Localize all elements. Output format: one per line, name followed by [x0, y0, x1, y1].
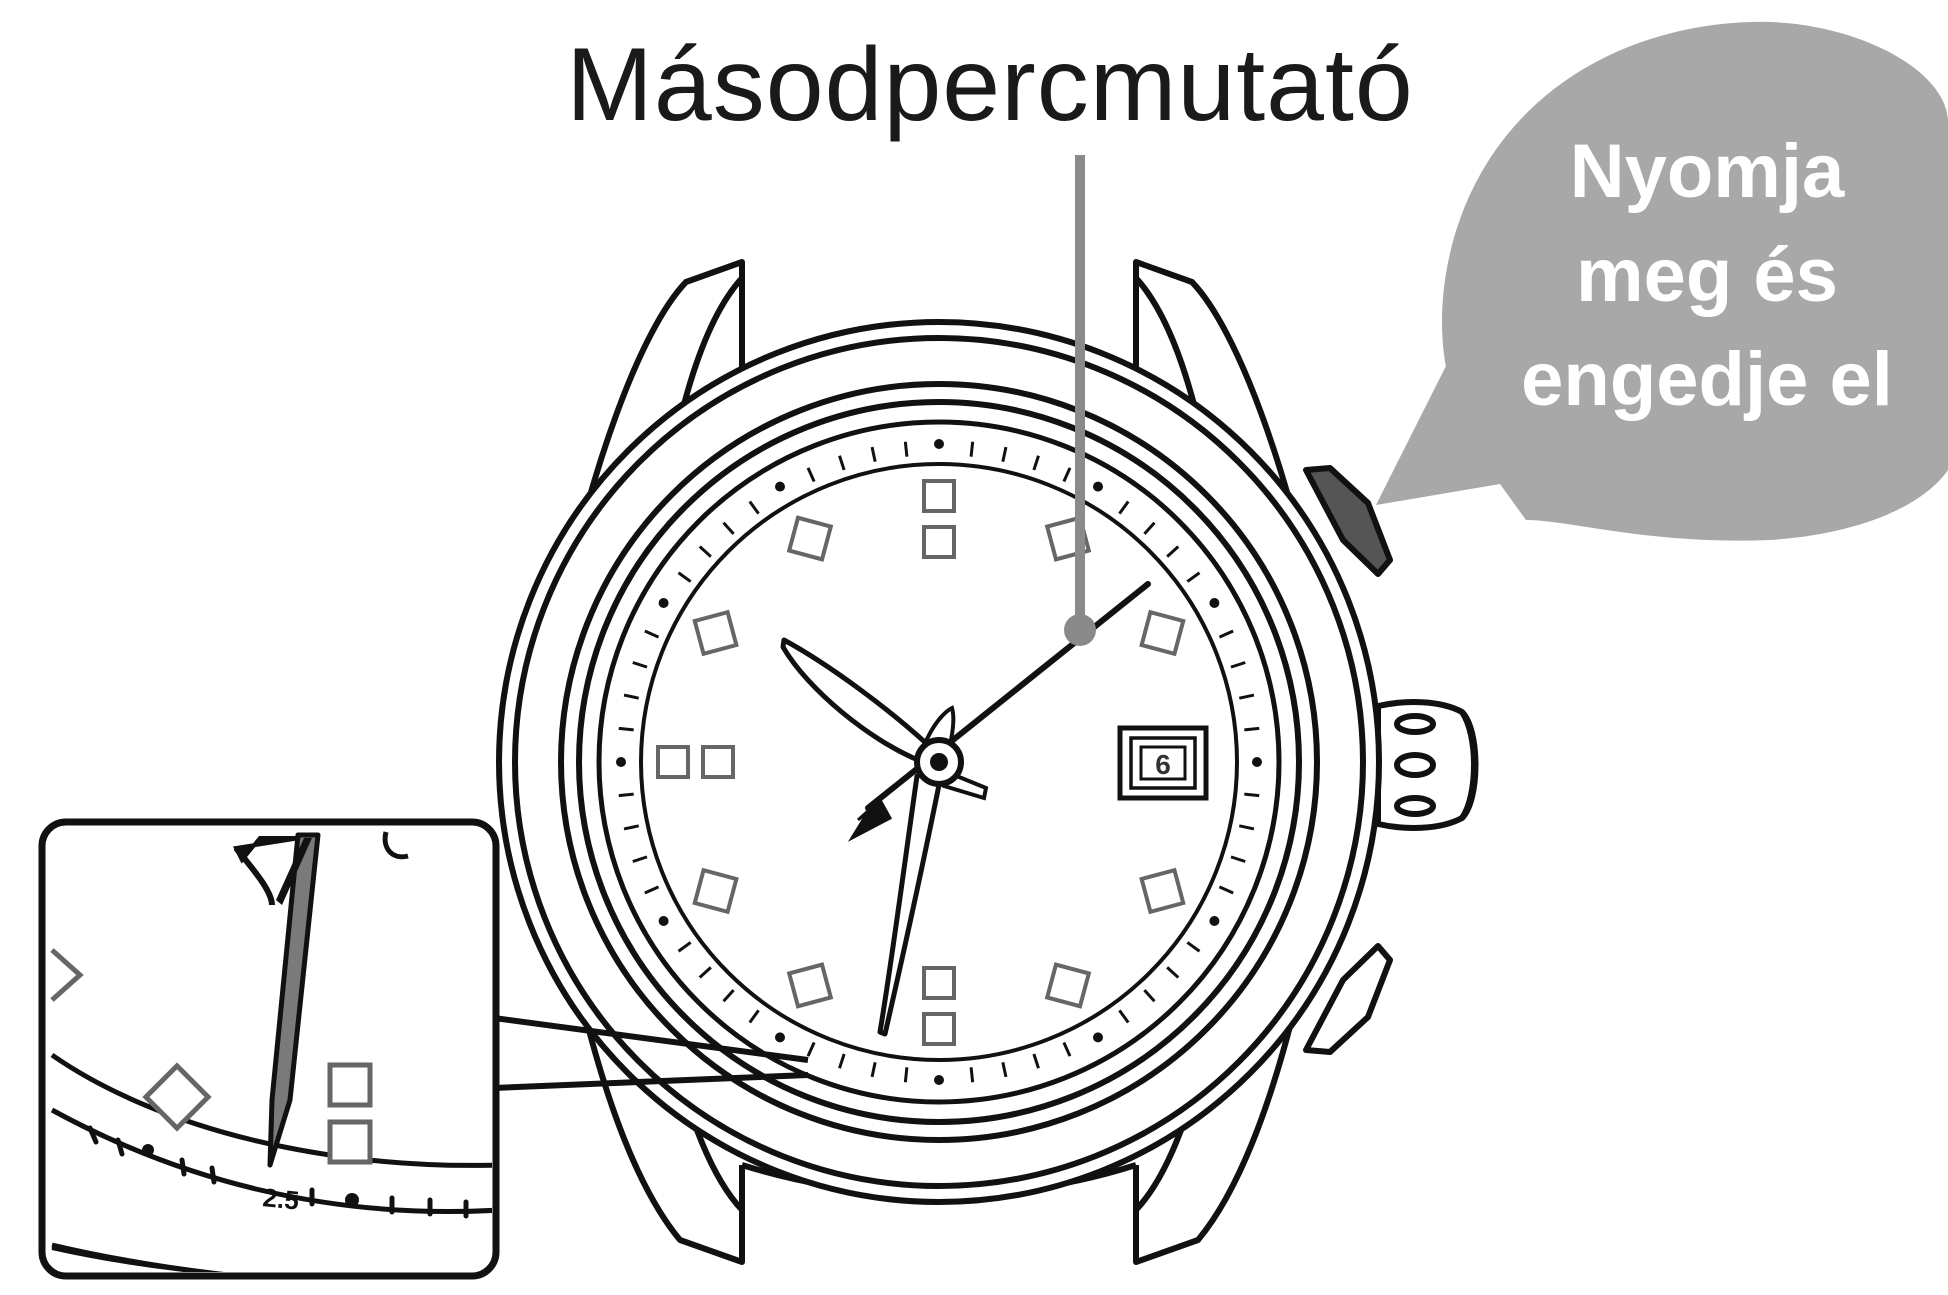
five-minute-dot: [1093, 1032, 1103, 1042]
minute-tick: [905, 1067, 907, 1082]
five-minute-dot: [934, 439, 944, 449]
minute-tick: [971, 1067, 973, 1082]
five-minute-dot: [616, 757, 626, 767]
five-minute-dot: [934, 1075, 944, 1085]
zoom-inset: 2.5: [42, 822, 500, 1290]
callout-line-1: Nyomja: [1472, 120, 1942, 224]
five-minute-dot: [1252, 757, 1262, 767]
minute-tick: [1244, 728, 1259, 730]
hour-marker: [695, 612, 737, 654]
five-minute-dot: [1209, 916, 1219, 926]
hour-marker: [924, 968, 954, 998]
callout-text: Nyomja meg és engedje el: [1472, 120, 1942, 432]
hour-marker: [658, 747, 688, 777]
five-minute-dot: [1093, 482, 1103, 492]
date-value: 6: [1155, 749, 1171, 780]
inset-tick-label: 2.5: [261, 1182, 300, 1216]
five-minute-dot: [775, 1032, 785, 1042]
hour-marker: [703, 747, 733, 777]
hour-marker: [924, 527, 954, 557]
five-minute-dot: [775, 482, 785, 492]
callout-line-3: engedje el: [1472, 328, 1942, 432]
crown[interactable]: [1378, 702, 1476, 828]
hour-marker: [789, 518, 831, 560]
minute-tick: [905, 442, 907, 457]
inset-tick: [212, 1168, 214, 1182]
hour-marker: [924, 1014, 954, 1044]
hour-marker: [789, 965, 831, 1007]
title-second-hand: Másodpercmutató: [560, 20, 1420, 150]
hour-marker: [1047, 965, 1089, 1007]
hour-marker: [924, 481, 954, 511]
hour-marker: [1142, 870, 1184, 912]
callout-line-2: meg és: [1472, 224, 1942, 328]
center-pinion: [917, 740, 961, 784]
hour-marker: [1142, 612, 1184, 654]
hour-marker: [695, 870, 737, 912]
five-minute-dot: [659, 598, 669, 608]
inset-tick: [182, 1160, 184, 1174]
minute-tick: [619, 794, 634, 796]
minute-tick: [971, 442, 973, 457]
five-minute-dot: [1209, 598, 1219, 608]
minute-tick: [1244, 794, 1259, 796]
minute-tick: [619, 728, 634, 730]
five-minute-dot: [659, 916, 669, 926]
